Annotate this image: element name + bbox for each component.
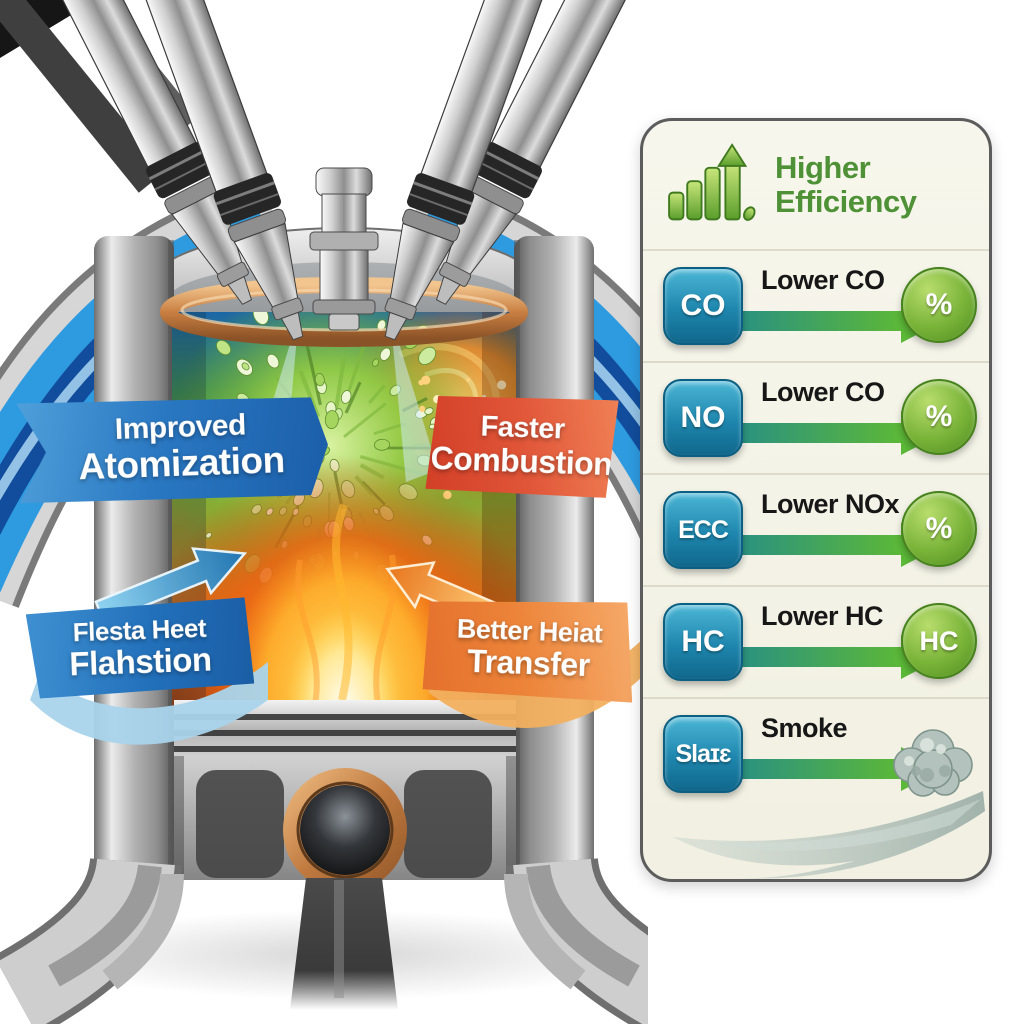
wall-edge-left — [168, 240, 174, 872]
piston-ring-groove — [174, 730, 516, 736]
wall-edge-right — [514, 240, 520, 872]
efficiency-row-smoke: Slaɪɛ Smoke — [643, 699, 989, 879]
panel-header: Higher Efficiency — [643, 121, 989, 251]
row-label: Lower HC — [761, 601, 884, 631]
row-label: Smoke — [761, 713, 848, 743]
panel-title-line2: Efficiency — [775, 184, 917, 219]
piston-ring-groove — [174, 714, 516, 720]
pollutant-badge: NO — [663, 379, 743, 457]
callout-text: Flahstion — [68, 640, 213, 683]
row-label: Lower CO — [761, 265, 885, 295]
callout-faster-combustion: Faster Combustion — [425, 394, 618, 499]
pollutant-badge: ECC — [663, 491, 743, 569]
cylinder-wall-right — [514, 236, 594, 876]
callout-flash-heat: Flesta Heet Flahstion — [25, 597, 254, 699]
engine-block-flare-right — [504, 856, 648, 1024]
smoke-wisp — [673, 791, 985, 879]
callout-text: Atomization — [77, 439, 286, 488]
pollutant-badge: CO — [663, 267, 743, 345]
cylinder-wall-left — [94, 236, 174, 876]
central-valve — [309, 167, 379, 331]
row-label: Lower CO — [761, 377, 885, 407]
piston-ring-groove — [174, 746, 516, 752]
orange-swoosh — [428, 638, 644, 728]
blue-swoosh — [30, 662, 268, 745]
combustion-chamber — [172, 312, 516, 714]
callout-better-heat-transfer: Better Heiat Transfer — [422, 595, 635, 702]
bar-chart-growth-icon — [668, 143, 756, 221]
percent-badge: % — [901, 491, 977, 567]
injector-spray-cone-right — [390, 314, 438, 482]
efficiency-panel: Higher Efficiency CO Lower CO % NO Lower… — [640, 118, 992, 882]
row-label: Lower NOx — [761, 489, 900, 519]
efficiency-row-no: NO Lower CO % — [643, 363, 989, 475]
panel-title: Higher Efficiency — [775, 149, 917, 219]
hc-result-badge: HC — [901, 603, 977, 679]
pollutant-badge: Slaɪɛ — [663, 715, 743, 793]
efficiency-row-ecc: ECC Lower NOx % — [643, 475, 989, 587]
piston — [174, 700, 516, 892]
efficiency-row-co: CO Lower CO % — [643, 251, 989, 363]
percent-badge: % — [901, 267, 977, 343]
callout-improved-atomization: Improved Atomization — [16, 391, 329, 506]
piston-pin-bore — [300, 785, 390, 875]
callout-text: Transfer — [466, 643, 591, 684]
callout-text: Combustion — [430, 440, 613, 483]
smoke-cloud-icon — [893, 729, 973, 797]
pollutant-badge: HC — [663, 603, 743, 681]
percent-badge: % — [901, 379, 977, 455]
engine-cutaway-illustration — [0, 0, 648, 1024]
connecting-rod — [290, 878, 398, 1010]
panel-title-line1: Higher — [775, 149, 871, 185]
efficiency-row-hc: HC Lower HC HC — [643, 587, 989, 699]
engine-block-flare-left — [0, 856, 184, 1024]
